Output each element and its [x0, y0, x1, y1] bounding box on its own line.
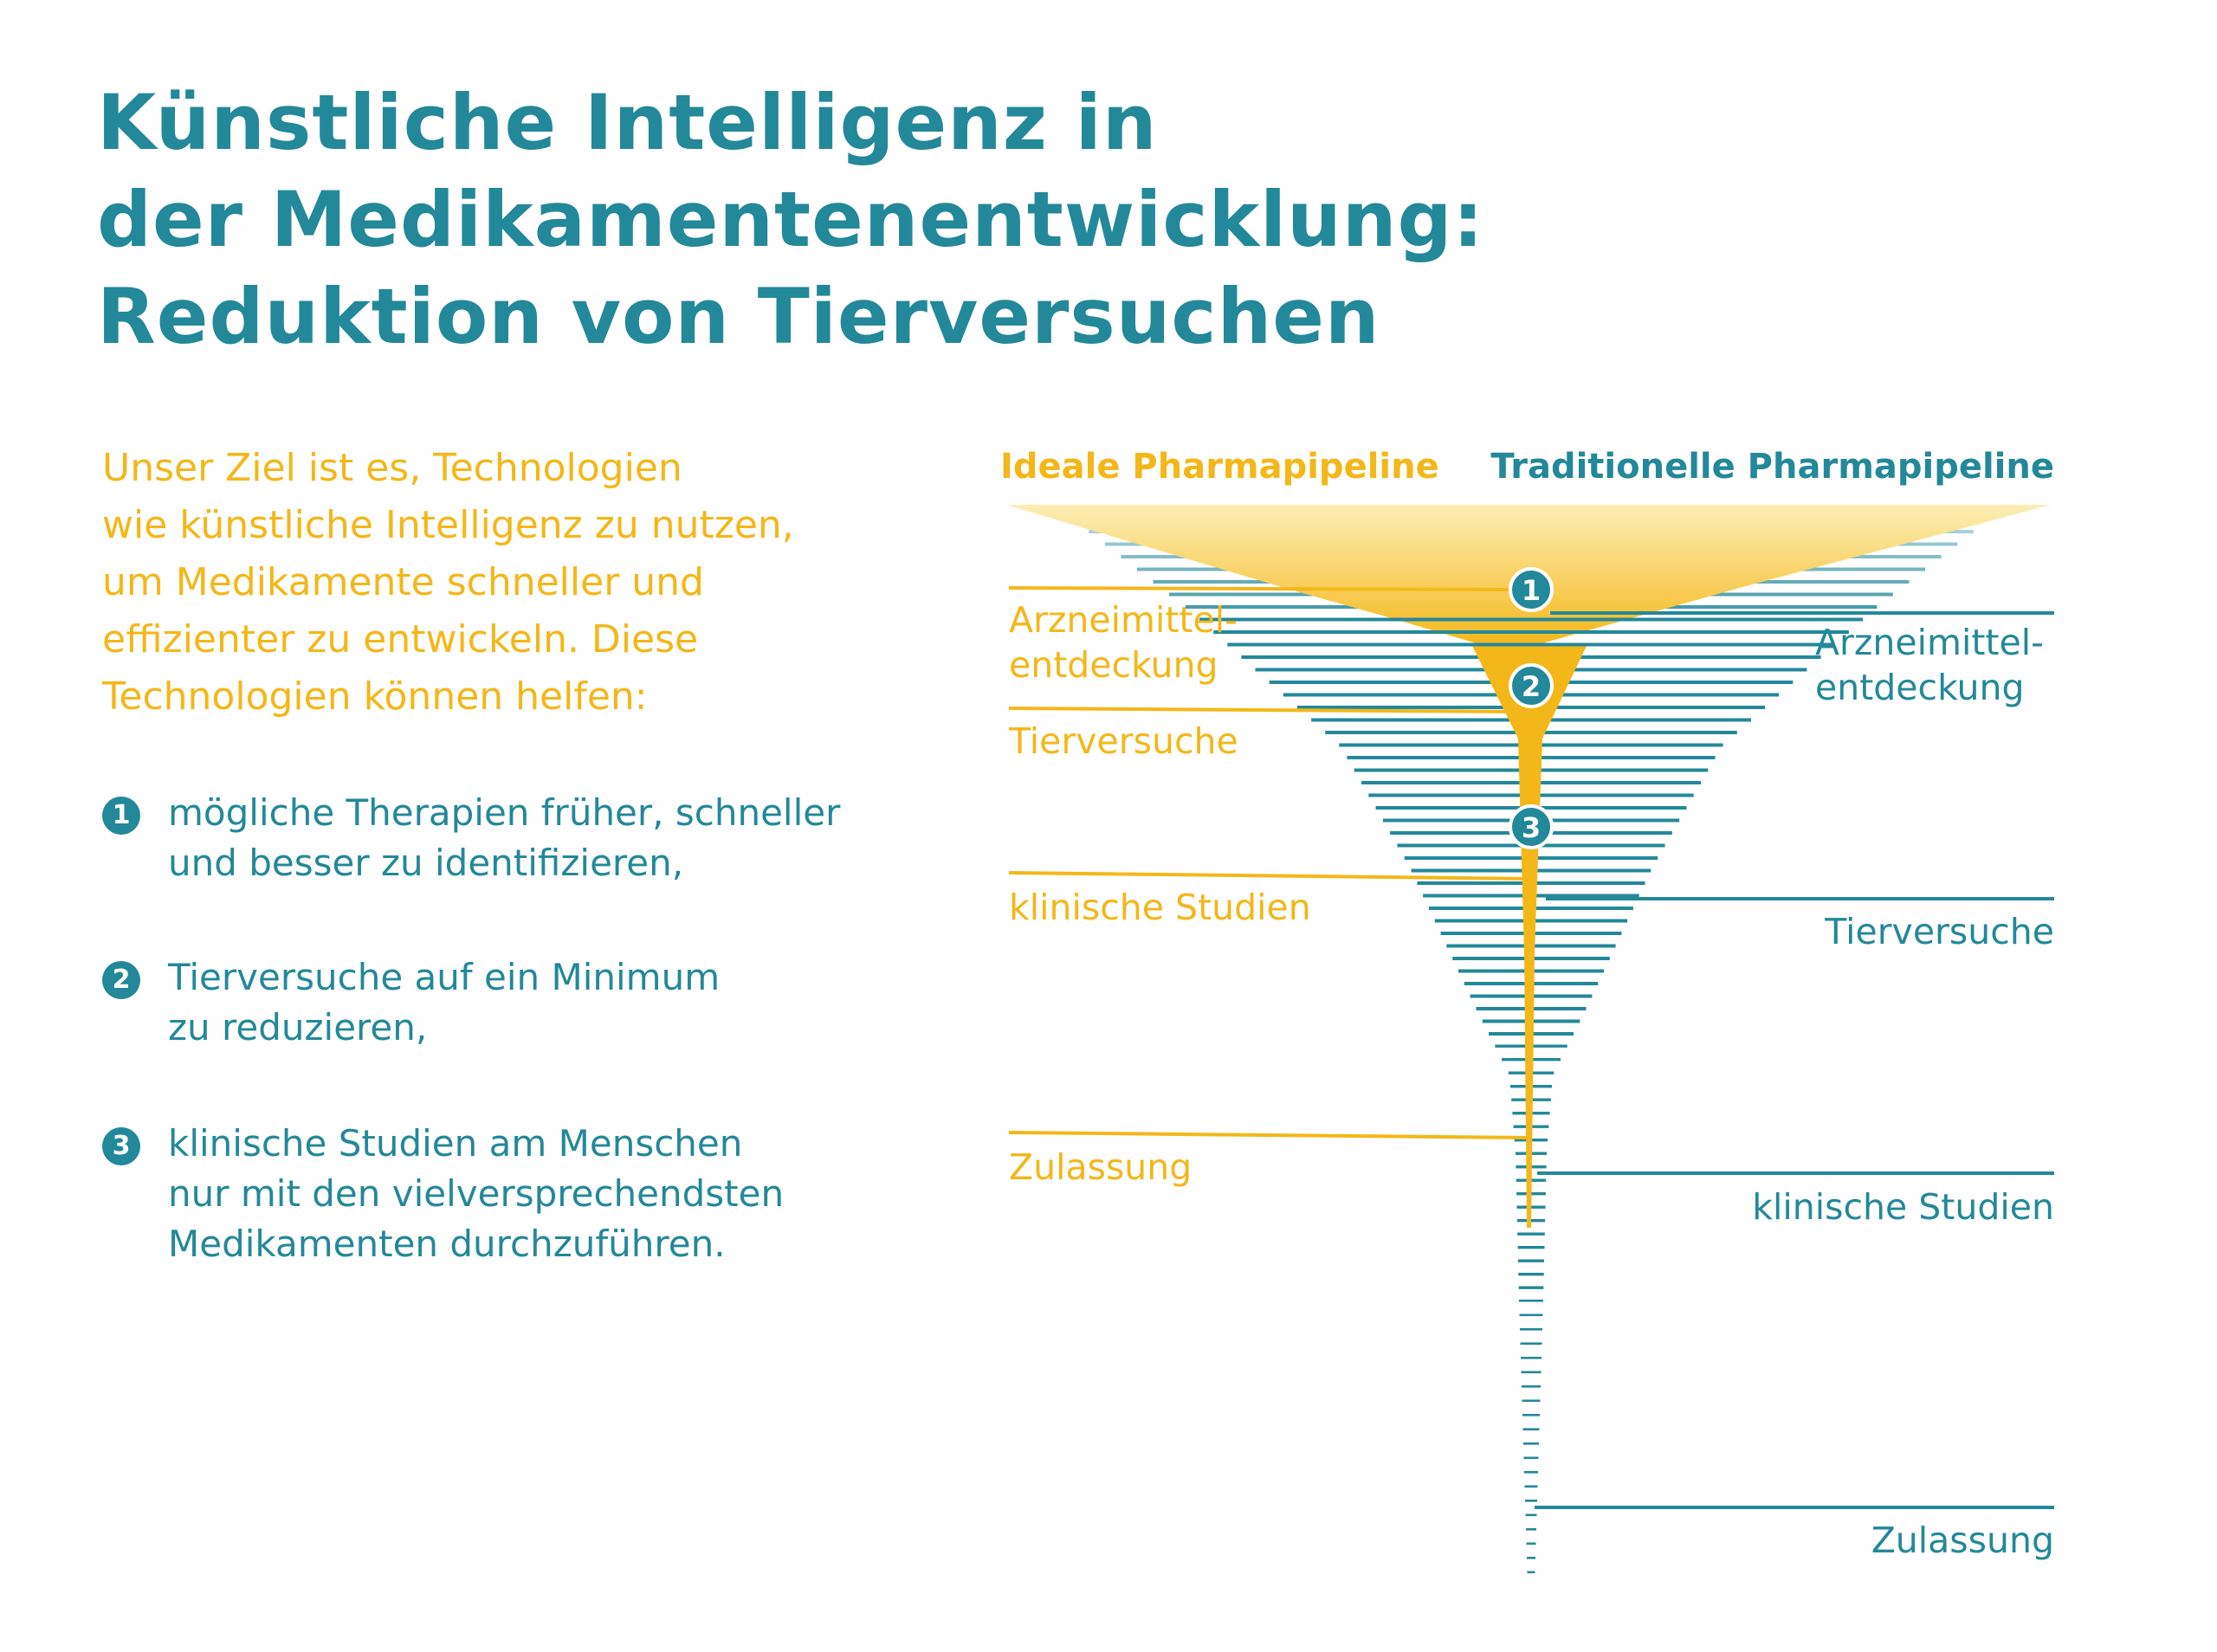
ideal-funnel-stem — [1518, 739, 1542, 1228]
benefit-line: und besser zu identifizieren, — [168, 842, 684, 884]
marker-1-label: 1 — [1522, 574, 1541, 607]
ideal-stage-discovery-label: Arzneimittel- entdeckung — [1009, 599, 1249, 686]
benefit-line: zu reduzieren, — [168, 1006, 428, 1049]
traditional-stage-discovery-label: Arzneimittel- entdeckung — [1815, 622, 2055, 708]
ideal-line-discovery — [1008, 586, 1512, 591]
ideal-stage-discovery-line: Arzneimittel- — [1009, 599, 1238, 641]
pipeline-bar — [1517, 1246, 1545, 1249]
marker-3-icon: 3 — [1509, 804, 1554, 849]
pipeline-bar — [1521, 1357, 1542, 1359]
intro-line: um Medikamente schneller und — [102, 560, 704, 604]
ideal-stage-lines — [1008, 586, 1535, 1139]
pipeline-bar — [1524, 1485, 1538, 1488]
number-1-icon: 1 — [102, 797, 140, 835]
marker-1-circle — [1509, 567, 1554, 612]
marker-2-icon: 2 — [1509, 663, 1554, 708]
pipeline-bar — [1522, 1428, 1540, 1431]
pipeline-bar — [1519, 1300, 1543, 1302]
page-title: Künstliche Intelligenz in der Medikament… — [97, 74, 1742, 365]
pipeline-bar — [1521, 1371, 1542, 1374]
pipeline-bar — [1525, 1513, 1537, 1517]
ideal-stage-clinical-label: klinische Studien — [1009, 887, 1311, 928]
pipeline-bar — [1517, 1259, 1544, 1262]
number-3-icon: 3 — [102, 1127, 140, 1165]
title-line-1: Künstliche Intelligenz in — [97, 78, 1158, 167]
traditional-pipeline-funnel-top — [1199, 617, 1863, 647]
benefit-line: Tierversuche auf ein Minimum — [168, 956, 721, 998]
traditional-pipeline-heading: Traditionelle Pharmapipeline — [1490, 447, 2054, 487]
ideal-line-clinical — [1008, 871, 1535, 881]
pipeline-bar — [1527, 1557, 1535, 1559]
pipeline-bar — [1526, 1528, 1536, 1531]
pipeline-bar — [1520, 1328, 1542, 1331]
ideal-line-approval — [1008, 1131, 1529, 1139]
pipeline-bar — [1522, 1414, 1540, 1416]
intro-line: effizienter zu entwickeln. Diese — [102, 617, 699, 661]
pipeline-bar — [1517, 1232, 1545, 1236]
intro-line: Unser Ziel ist es, Technologien — [102, 446, 682, 490]
intro-paragraph: Unser Ziel ist es, Technologien wie küns… — [102, 440, 925, 726]
pipeline-bar — [1522, 1399, 1541, 1403]
ideal-stage-animal-label: Tierversuche — [1008, 720, 1238, 762]
marker-2-label: 2 — [1522, 670, 1541, 703]
marker-2-circle — [1509, 663, 1554, 708]
traditional-stage-animal-label: Tierversuche — [1824, 911, 2054, 952]
ideal-line-animal — [1008, 707, 1518, 713]
intro-line: wie künstliche Intelligenz zu nutzen, — [102, 503, 794, 547]
title-line-3: Reduktion von Tierversuchen — [97, 272, 1380, 361]
benefit-line: Medikamenten durchzuführen. — [168, 1223, 726, 1265]
traditional-stage-discovery-line: Arzneimittel- — [1815, 622, 2044, 663]
pipeline-bar — [1524, 1471, 1539, 1474]
benefit-line: mögliche Therapien früher, schneller — [168, 791, 841, 834]
marker-3-label: 3 — [1522, 811, 1541, 844]
traditional-stage-clinical-label: klinische Studien — [1752, 1186, 2054, 1228]
pipeline-bar — [1522, 1385, 1541, 1388]
pipeline-bar — [1518, 1273, 1544, 1276]
marker-1-icon: 1 — [1509, 567, 1554, 612]
ideal-stage-approval-label: Zulassung — [1009, 1146, 1192, 1188]
title-line-2: der Medikamentenentwicklung: — [97, 175, 1484, 264]
pipeline-bar — [1523, 1442, 1539, 1445]
pipeline-bar — [1523, 1456, 1539, 1460]
ideal-stage-discovery-line: entdeckung — [1009, 644, 1218, 686]
traditional-stage-discovery-line: entdeckung — [1815, 667, 2025, 708]
pipeline-bar — [1519, 1313, 1543, 1317]
traditional-stage-lines — [1535, 611, 2054, 1509]
benefit-line: nur mit den vielversprechendsten — [168, 1172, 785, 1215]
benefit-text-2: Tierversuche auf ein Minimum zu reduzier… — [168, 952, 720, 1053]
pipeline-bar — [1527, 1571, 1535, 1574]
intro-line: Technologien können helfen: — [102, 674, 648, 719]
benefit-text-3: klinische Studien am Menschen nur mit de… — [168, 1119, 784, 1269]
pipeline-bar — [1213, 630, 1849, 634]
marker-3-circle — [1509, 804, 1554, 849]
pipeline-bar — [1199, 617, 1863, 622]
benefit-line: klinische Studien am Menschen — [168, 1122, 743, 1165]
pipeline-bar — [1520, 1342, 1542, 1345]
ideal-pipeline-heading: Ideale Pharmapipeline — [1000, 447, 1439, 487]
pipeline-bar — [1518, 1286, 1544, 1289]
benefit-text-1: mögliche Therapien früher, schneller und… — [168, 788, 840, 888]
pipeline-bar — [1525, 1500, 1537, 1502]
traditional-stage-approval-label: Zulassung — [1871, 1520, 2054, 1561]
pipeline-bar — [1227, 642, 1835, 647]
pipeline-bar — [1526, 1542, 1536, 1546]
number-2-icon: 2 — [102, 961, 140, 999]
